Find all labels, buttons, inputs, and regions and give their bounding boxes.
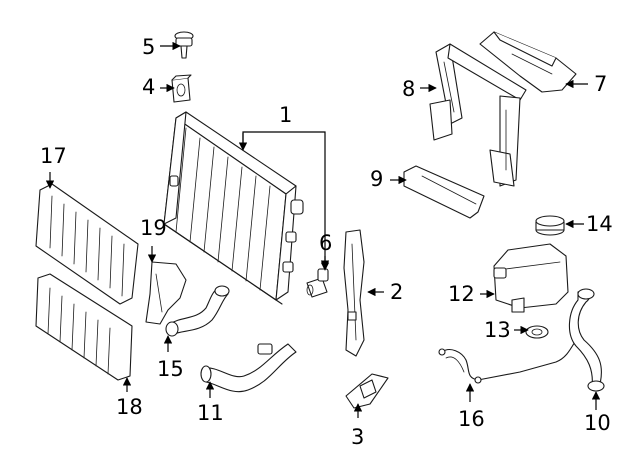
callout-2[interactable]: 2 [390, 280, 403, 304]
side-deflector-part-2 [343, 229, 365, 357]
drain-plug-part-6 [306, 268, 329, 298]
callout-4[interactable]: 4 [142, 75, 155, 99]
callout-leaders [45, 41, 601, 418]
mounting-frame-part-8 [429, 43, 527, 187]
upper-coolant-hose-part-11 [200, 343, 297, 393]
upper-air-duct-part-7 [479, 31, 577, 93]
callout-6[interactable]: 6 [319, 231, 332, 255]
callout-1[interactable]: 1 [279, 103, 292, 127]
callout-19[interactable]: 19 [140, 216, 167, 240]
radiator-part-1 [163, 111, 304, 305]
push-clip-part-5 [174, 31, 194, 59]
lower-air-guide-part-9 [403, 165, 485, 219]
callout-10[interactable]: 10 [584, 411, 611, 435]
rubber-mount-part-4 [171, 74, 192, 103]
grommet-part-13 [525, 325, 549, 339]
callout-12[interactable]: 12 [448, 282, 475, 306]
callout-17[interactable]: 17 [40, 144, 67, 168]
air-guide-bracket-part-19 [145, 261, 187, 325]
callout-numbers: 5 4 1 6 2 3 7 8 9 14 12 13 16 10 11 15 1… [40, 35, 613, 449]
callout-18[interactable]: 18 [116, 395, 143, 419]
callout-14[interactable]: 14 [586, 212, 613, 236]
callout-3[interactable]: 3 [351, 425, 364, 449]
hose-part-15 [165, 285, 230, 337]
callout-11[interactable]: 11 [197, 401, 224, 425]
callout-16[interactable]: 16 [458, 407, 485, 431]
expansion-tank-part-12 [493, 243, 569, 313]
callout-7[interactable]: 7 [594, 72, 607, 96]
callout-8[interactable]: 8 [402, 77, 415, 101]
lower-coolant-hose-part-10 [568, 288, 605, 392]
bracket-part-3 [345, 373, 389, 409]
lower-grille-part-18 [35, 273, 133, 381]
callout-9[interactable]: 9 [370, 167, 383, 191]
callout-15[interactable]: 15 [157, 357, 184, 381]
expansion-cap-part-14 [535, 215, 565, 236]
hose-line-part-16 [438, 336, 580, 384]
callout-13[interactable]: 13 [484, 318, 511, 342]
callout-5[interactable]: 5 [142, 35, 155, 59]
